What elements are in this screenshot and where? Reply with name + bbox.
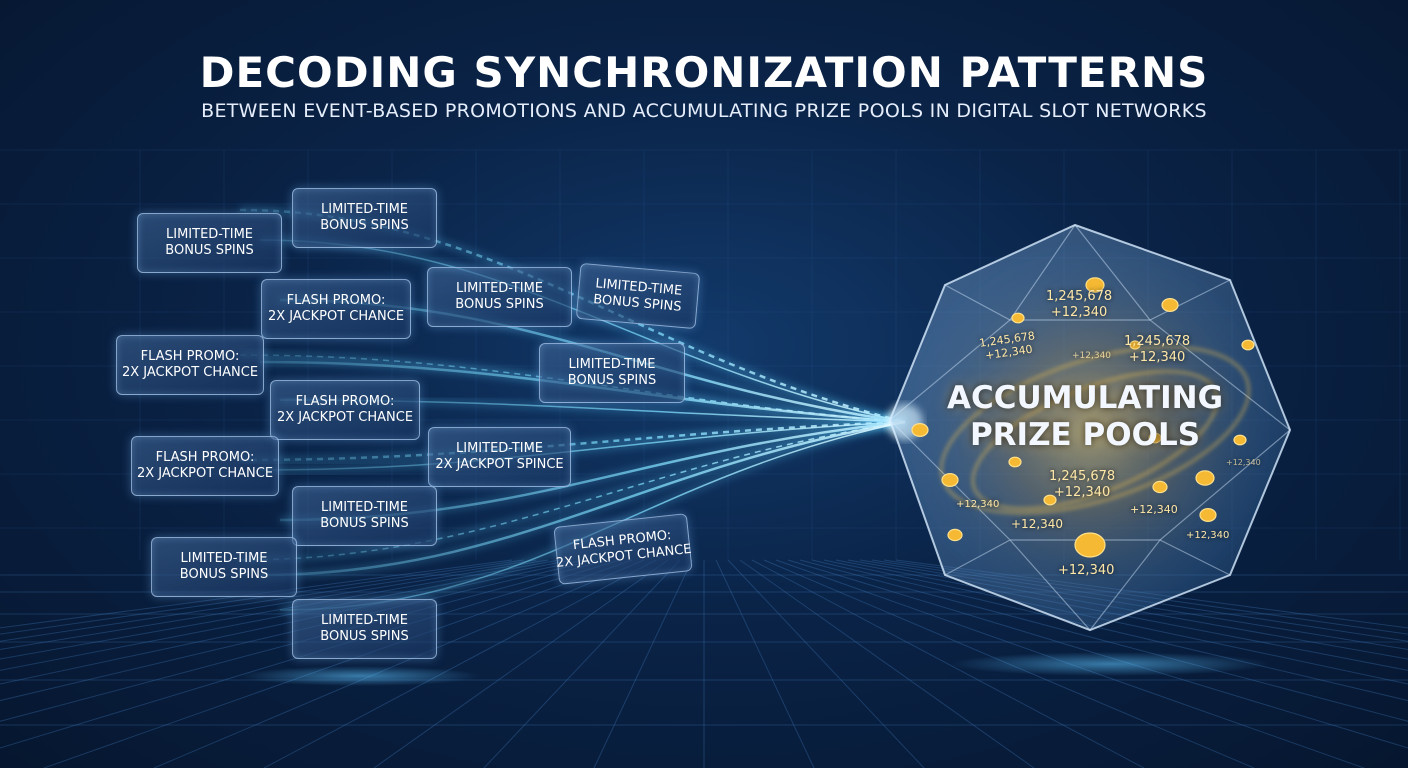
promo-card-line1: FLASH PROMO:	[295, 394, 395, 409]
promo-card-line1: LIMITED-TIME	[166, 227, 253, 242]
pool-counter-increment: +12,340	[1072, 351, 1112, 361]
gold-coins	[911, 277, 1255, 558]
promo-card-line2: BONUS SPINS	[165, 243, 254, 258]
promo-card-line2: 2X JACKPOT CHANCE	[267, 309, 405, 324]
pool-counter-total: 1,245,678	[1046, 289, 1113, 304]
promo-card-line2: BONUS SPINS	[320, 629, 409, 644]
pool-counter-increment: +12,340	[1058, 563, 1115, 578]
pool-counter-increment: +12,340	[1050, 305, 1108, 320]
pool-counter: +12,340	[956, 497, 999, 513]
promo-card-line1: LIMITED-TIME	[321, 500, 408, 515]
page-subtitle: BETWEEN EVENT-BASED PROMOTIONS AND ACCUM…	[201, 100, 1207, 122]
promo-card-line2: BONUS SPINS	[320, 218, 409, 233]
pool-counter-increment: +12,340	[1226, 458, 1261, 467]
prize-pool-title: ACCUMULATING PRIZE POOLS	[930, 380, 1240, 454]
pool-counter: +12,340	[1226, 455, 1261, 471]
promo-card-line2: BONUS SPINS	[567, 373, 657, 388]
promo-card-line1: LIMITED-TIME	[321, 202, 408, 217]
promo-card: FLASH PROMO: 2X JACKPOT CHANCE	[270, 380, 420, 440]
promo-card-line2: 2X JACKPOT CHANCE	[136, 466, 274, 481]
promo-card-line1: LIMITED-TIME	[180, 551, 268, 566]
pool-counter-increment: +12,340	[1128, 350, 1186, 365]
promo-card-line2: BONUS SPINS	[179, 567, 269, 582]
promo-card-line1: FLASH PROMO:	[155, 450, 255, 465]
promo-card-line1: LIMITED-TIME	[456, 441, 543, 456]
promo-card-line2: 2X JACKPOT CHANCE	[121, 365, 259, 380]
promo-card-line1: LIMITED-TIME	[456, 281, 543, 296]
pool-counter: +12,340	[1011, 516, 1063, 532]
pool-counter: 1,245,678 +12,340	[1046, 289, 1112, 321]
pool-counter-total: 1,245,678	[1049, 469, 1116, 484]
page-title: DECODING SYNCHRONIZATION PATTERNS	[199, 48, 1209, 97]
promo-card-line2: 2X JACKPOT SPINCE	[435, 457, 564, 472]
promo-card: LIMITED-TIME 2X JACKPOT SPINCE	[428, 427, 571, 487]
promo-card-line1: FLASH PROMO:	[140, 349, 240, 364]
prize-pool-title-line2: PRIZE POOLS	[969, 417, 1201, 453]
pool-counter: +12,340	[1186, 528, 1229, 544]
promo-card: FLASH PROMO: 2X JACKPOT CHANCE	[131, 436, 279, 496]
promo-card: LIMITED-TIME BONUS SPINS	[292, 599, 437, 659]
promo-card-line2: BONUS SPINS	[320, 516, 409, 531]
pool-counter-increment: +12,340	[1130, 503, 1178, 516]
pool-counter: 1,245,678 +12,340	[1124, 334, 1190, 366]
prize-pool-title-line1: ACCUMULATING	[946, 380, 1224, 416]
promo-card: LIMITED-TIME BONUS SPINS	[427, 267, 572, 327]
pool-counter: 1,245,678 +12,340	[1049, 469, 1115, 501]
pool-counter-increment: +12,340	[1011, 517, 1064, 531]
promo-card: LIMITED-TIME BONUS SPINS	[151, 537, 297, 597]
promo-card: FLASH PROMO: 2X JACKPOT CHANCE	[116, 335, 264, 395]
pool-counter: +12,340	[1058, 563, 1114, 579]
promo-card: LIMITED-TIME BONUS SPINS	[292, 188, 437, 248]
promo-card-line2: BONUS SPINS	[455, 297, 544, 312]
promo-card-line1: LIMITED-TIME	[321, 613, 408, 628]
promo-card: LIMITED-TIME BONUS SPINS	[539, 343, 685, 403]
pool-counter-total: 1,245,678	[1124, 334, 1191, 349]
pool-counter: +12,340	[1072, 348, 1111, 364]
promo-card-line1: FLASH PROMO:	[286, 293, 386, 308]
pool-counter: +12,340	[1130, 502, 1178, 518]
promo-card-line2: 2X JACKPOT CHANCE	[276, 410, 414, 425]
pool-counter-increment: +12,340	[956, 499, 1000, 510]
floor-glow-left	[240, 666, 480, 686]
promo-card-line1: LIMITED-TIME	[568, 357, 656, 372]
pool-counter-increment: +12,340	[1053, 485, 1111, 500]
prize-pool-prism	[888, 223, 1292, 632]
floor-glow-right	[950, 652, 1270, 676]
pool-counter-increment: +12,340	[1186, 530, 1230, 541]
promo-card: FLASH PROMO: 2X JACKPOT CHANCE	[261, 279, 411, 339]
promo-card: LIMITED-TIME BONUS SPINS	[575, 262, 701, 330]
promo-card: LIMITED-TIME BONUS SPINS	[137, 213, 282, 273]
promo-card: LIMITED-TIME BONUS SPINS	[292, 486, 437, 546]
